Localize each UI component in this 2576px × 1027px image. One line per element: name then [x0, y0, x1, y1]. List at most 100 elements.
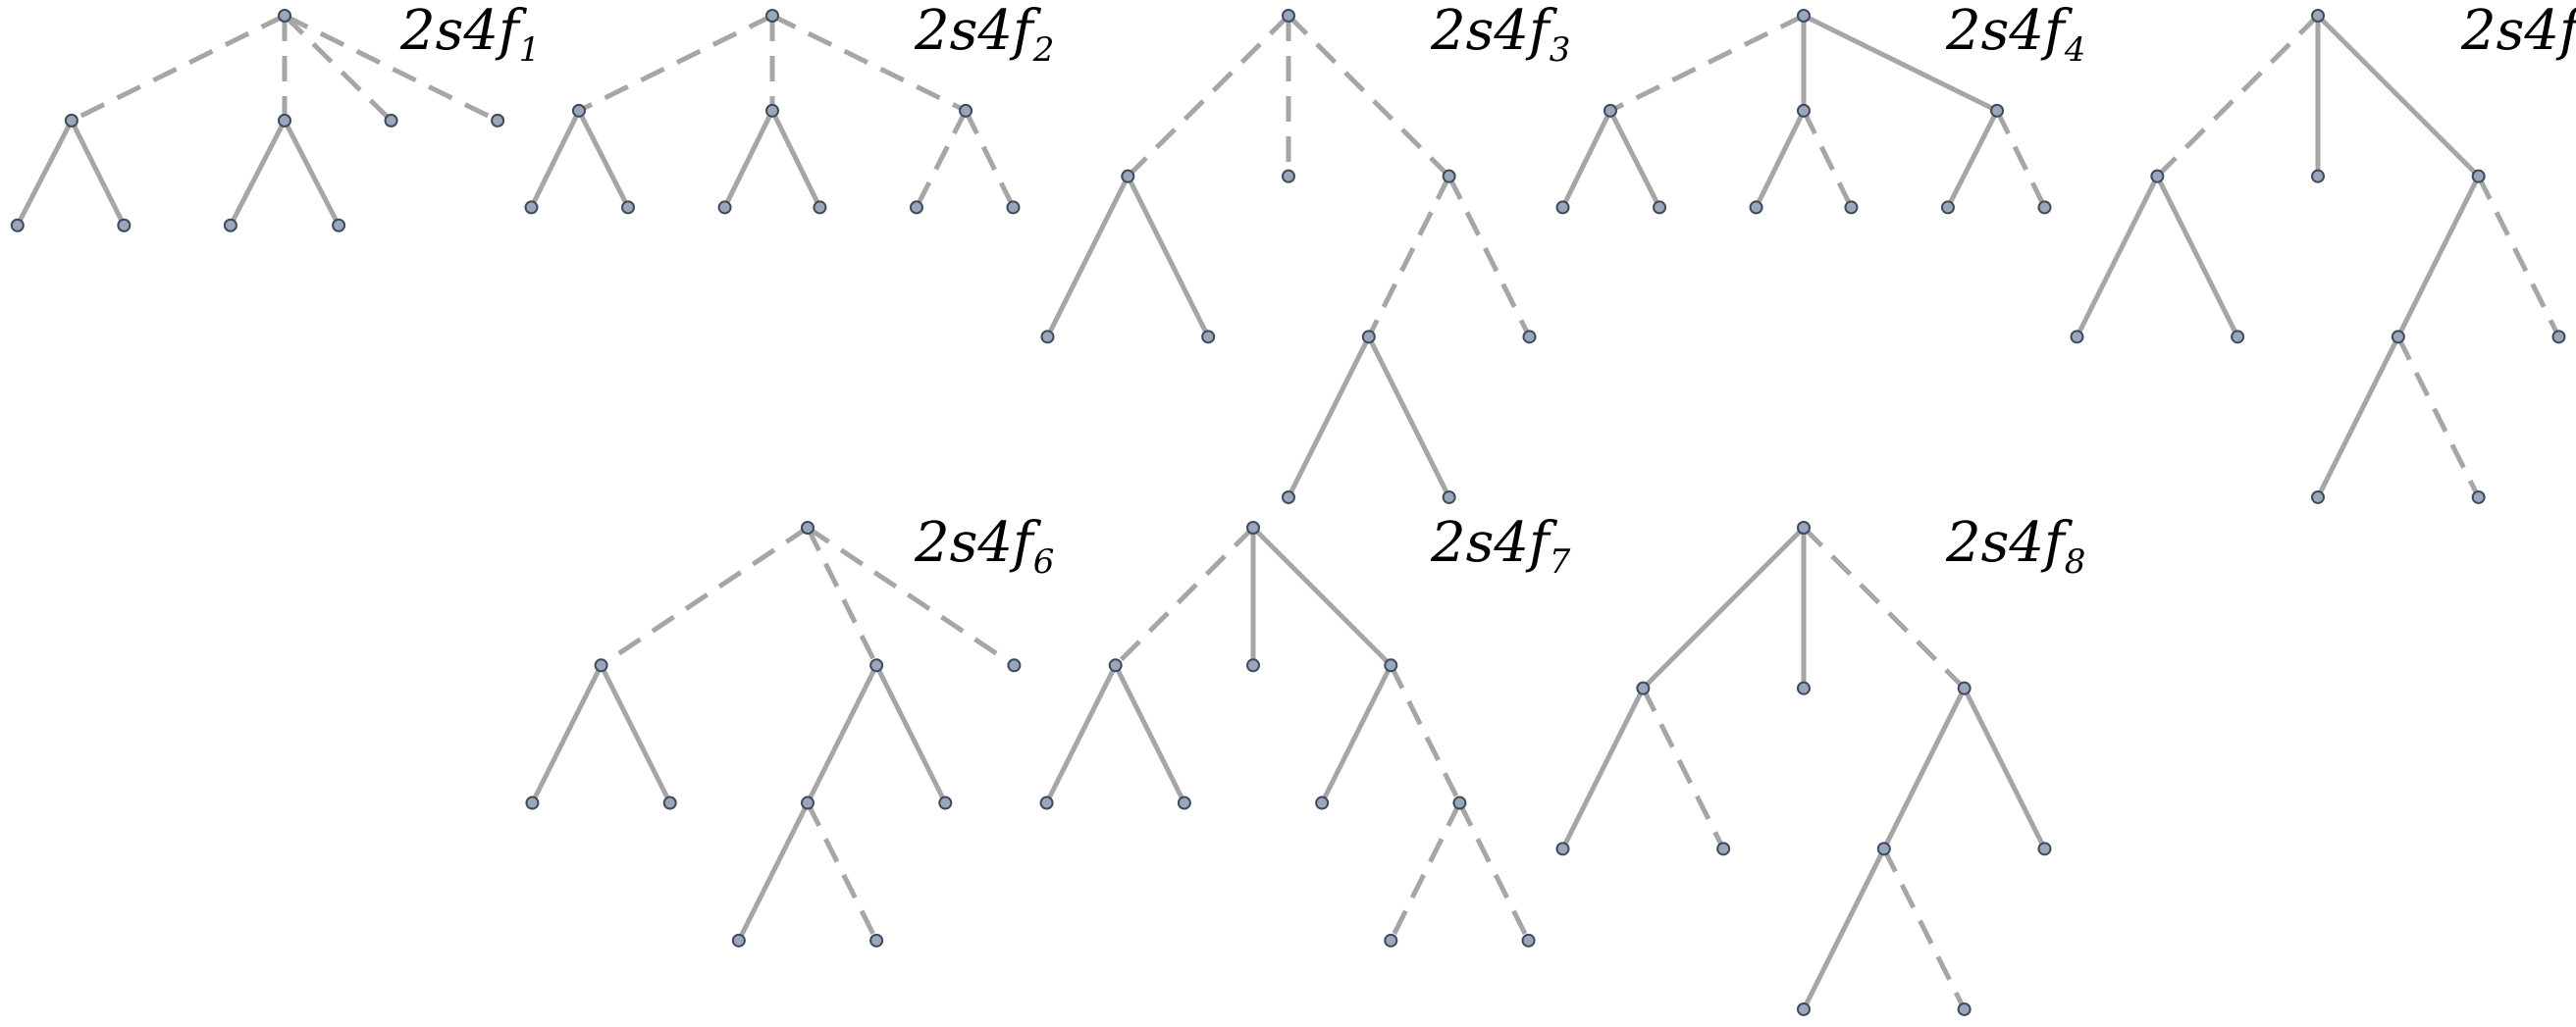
tree-node	[1361, 330, 1376, 344]
tree-node	[1521, 933, 1536, 948]
tree-edge-solid	[1560, 109, 1613, 209]
tree-root-node	[2311, 9, 2325, 23]
tree-edge-solid	[1881, 687, 1967, 850]
tree-edge-solid	[529, 109, 582, 209]
tree-edge-dashed	[1389, 801, 1462, 942]
tree-edge-solid	[1286, 335, 1372, 499]
tree-edge-dashed	[600, 525, 810, 668]
tree-node	[2311, 169, 2325, 183]
tree-node	[1384, 658, 1398, 673]
tree-node	[869, 933, 884, 948]
tree-edge-dashed	[1446, 175, 1532, 338]
tree-node	[1716, 842, 1731, 856]
tree-node	[1315, 796, 1330, 810]
tree-node	[491, 113, 505, 128]
tree-node	[1246, 658, 1260, 673]
tree-node	[2391, 330, 2405, 344]
diagram-label-8: 2s4f8	[1945, 511, 2085, 582]
tree-edge-solid	[69, 119, 127, 227]
tree-edge-dashed	[770, 13, 968, 114]
diagram-label-7: 2s4f7	[1430, 511, 1571, 582]
tree-node	[1957, 1001, 1971, 1016]
tree-edge-dashed	[1641, 687, 1726, 850]
tree-node	[332, 218, 346, 232]
tree-edge-solid	[1560, 687, 1646, 850]
tree-node	[959, 103, 973, 118]
tree-edge-solid	[1802, 13, 1999, 114]
tree-node	[1749, 200, 1763, 215]
tree-node	[2150, 169, 2165, 183]
tree-node	[2037, 200, 2052, 215]
tree-node	[1442, 169, 1456, 183]
tree-edge-dashed	[805, 801, 879, 942]
tree-node	[869, 658, 884, 673]
tree-node	[813, 200, 827, 215]
tree-edge-dashed	[806, 525, 1016, 668]
tree-node	[1007, 658, 1022, 673]
tree-edge-solid	[2395, 175, 2481, 338]
tree-diagram-5: 2s4f5	[2070, 0, 2576, 504]
tree-node	[1282, 489, 1295, 504]
tree-edge-dashed	[1126, 14, 1290, 179]
tree-edge-solid	[873, 664, 948, 804]
tree-node	[938, 796, 953, 810]
tree-edge-solid	[2315, 335, 2401, 499]
tree-node	[2551, 330, 2566, 344]
tree-edge-solid	[1045, 175, 1130, 338]
tree-edge-dashed	[1801, 109, 1854, 209]
tree-node	[117, 218, 131, 232]
tree-edge-solid	[769, 109, 822, 209]
tree-edge-solid	[1754, 109, 1807, 209]
tree-node	[1040, 330, 1055, 344]
tree-node	[765, 103, 779, 118]
tree-node	[1555, 842, 1570, 856]
tree-edge-dashed	[283, 14, 394, 123]
tree-edge-dashed	[1287, 14, 1451, 179]
tree-edge-dashed	[577, 13, 774, 114]
tree-edge-dashed	[914, 109, 969, 209]
diagram-label-3: 2s4f3	[1430, 0, 1570, 70]
diagram-label-4: 2s4f4	[1945, 0, 2085, 70]
tree-node	[1442, 489, 1456, 504]
tree-node	[1797, 103, 1811, 118]
tree-edge-solid	[530, 664, 604, 804]
tree-node	[1603, 103, 1617, 118]
tree-node	[64, 113, 79, 128]
tree-diagram-4: 2s4f4	[1555, 0, 2085, 215]
tree-node	[801, 796, 815, 810]
diagram-label-1: 2s4f1	[399, 0, 540, 70]
tree-edge-dashed	[1608, 13, 1806, 114]
diagram-label-6: 2s4f6	[914, 511, 1054, 582]
tree-root-node	[801, 521, 815, 535]
tree-diagram-8: 2s4f8	[1555, 511, 2085, 1016]
tree-node	[1555, 200, 1570, 215]
tree-node	[717, 200, 732, 215]
tree-edge-solid	[228, 119, 288, 227]
tree-node	[1844, 200, 1859, 215]
tree-edge-solid	[2075, 175, 2160, 338]
tree-node	[223, 218, 237, 232]
tree-node	[1452, 796, 1467, 810]
tree-node	[525, 796, 540, 810]
tree-edge-solid	[282, 119, 342, 227]
tree-node	[2311, 489, 2325, 504]
tree-edge-solid	[1044, 664, 1118, 804]
tree-node	[278, 113, 291, 128]
tree-edge-solid	[1801, 847, 1887, 1011]
tree-edge-dashed	[2476, 175, 2561, 338]
tree-edge-solid	[1113, 664, 1187, 804]
tree-edge-dashed	[1389, 664, 1462, 804]
tree-node	[2070, 330, 2084, 344]
tree-node	[1121, 169, 1135, 183]
tree-node	[571, 103, 586, 118]
tree-diagram-7: 2s4f7	[1039, 511, 1571, 948]
tree-root-node	[1282, 9, 1295, 23]
tree-node	[1177, 796, 1191, 810]
tree-edge-solid	[1641, 526, 1806, 691]
tree-node	[621, 200, 636, 215]
tree-node	[524, 200, 539, 215]
tree-diagram-2: 2s4f2	[524, 0, 1054, 215]
tree-edge-dashed	[963, 109, 1016, 209]
tree-node	[1940, 200, 1955, 215]
